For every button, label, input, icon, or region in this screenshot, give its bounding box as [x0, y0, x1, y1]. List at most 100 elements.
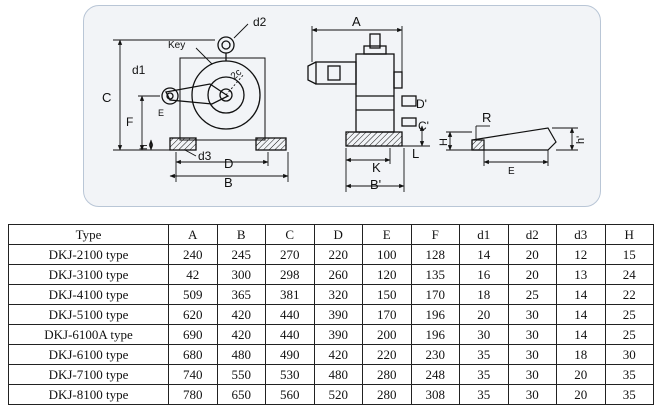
cell: 35 [604, 384, 654, 405]
label-E-small: E [158, 108, 164, 118]
label-key: Key [168, 40, 185, 51]
cell: 30 [507, 344, 557, 365]
cell: 420 [216, 324, 266, 345]
cell: 120 [362, 264, 412, 285]
left-foot [169, 137, 197, 151]
table-row: DKJ-3100 type 42 300 298 260 120 135 16 … [8, 264, 654, 285]
table-row: DKJ-6100 type 680 480 490 420 220 230 35… [8, 344, 654, 365]
cell: 20 [556, 364, 606, 385]
label-R: R [482, 110, 491, 125]
header-c: C [265, 224, 315, 245]
cell: 245 [216, 244, 266, 265]
table-row: DKJ-5100 type 620 420 440 390 170 196 20… [8, 304, 654, 325]
label-H-drawing: H [438, 138, 450, 146]
table-row: DKJ-7100 type 740 550 530 480 280 248 35… [8, 364, 654, 385]
front-view [161, 23, 287, 151]
label-D: D [224, 156, 233, 171]
side-base [345, 131, 403, 147]
label-h: h [139, 144, 150, 150]
cell: 14 [556, 324, 606, 345]
lever-arm [165, 83, 230, 105]
cell: 390 [313, 304, 363, 325]
cell: 390 [313, 324, 363, 345]
cell: 30 [507, 324, 557, 345]
shaft-housing [315, 61, 357, 85]
cell: 480 [313, 364, 363, 385]
cell: 680 [168, 344, 218, 365]
cell: 509 [168, 284, 218, 305]
cell: 240 [168, 244, 218, 265]
cell: 14 [459, 244, 509, 265]
table-header-row: Type A B C D E F d1 d2 d3 H [8, 224, 654, 245]
cell: 740 [168, 364, 218, 385]
label-D-prime: D' [416, 97, 427, 111]
cell-type: DKJ-7100 type [8, 364, 169, 385]
cell: 320 [313, 284, 363, 305]
cell: 15 [604, 244, 654, 265]
cell: 270 [265, 244, 315, 265]
cell: 100 [362, 244, 412, 265]
label-K: K [372, 160, 381, 175]
cell: 381 [265, 284, 315, 305]
cell: 18 [556, 344, 606, 365]
cell: 196 [410, 304, 460, 325]
cell: 18 [459, 284, 509, 305]
label-h-prime: h' [575, 136, 587, 144]
cell-type: DKJ-3100 type [8, 264, 169, 285]
label-B-prime: B' [370, 177, 381, 192]
cell: 230 [410, 344, 460, 365]
top-bolt [217, 36, 235, 54]
wedge-profile [471, 127, 557, 151]
cell: 13 [556, 264, 606, 285]
cell: 440 [265, 324, 315, 345]
cell: 480 [216, 344, 266, 365]
spec-table: Type A B C D E F d1 d2 d3 H DKJ-2100 typ… [8, 224, 654, 405]
header-d1: d1 [459, 224, 509, 245]
side-labels: A D' C' L K B' [352, 14, 429, 192]
cell: 35 [604, 364, 654, 385]
cell: 220 [362, 344, 412, 365]
cell: 30 [604, 344, 654, 365]
cell: 298 [265, 264, 315, 285]
front-dimensions [113, 39, 289, 182]
cell: 620 [168, 304, 218, 325]
cell: 16 [459, 264, 509, 285]
cell: 12 [556, 244, 606, 265]
cell: 42 [168, 264, 218, 285]
cell: 24 [604, 264, 654, 285]
cell: 20 [507, 244, 557, 265]
header-b: B [216, 224, 266, 245]
cell: 550 [216, 364, 266, 385]
wedge-view [471, 127, 557, 151]
label-C-prime: C' [418, 119, 429, 133]
cell: 30 [507, 364, 557, 385]
cell: 280 [362, 364, 412, 385]
cell: 170 [362, 304, 412, 325]
cell: 25 [604, 324, 654, 345]
cell: 25 [604, 304, 654, 325]
cell: 780 [168, 384, 218, 405]
cell-type: DKJ-6100A type [8, 324, 169, 345]
cell-type: DKJ-2100 type [8, 244, 169, 265]
cell: 300 [216, 264, 266, 285]
label-d2: d2 [253, 15, 267, 29]
cell: 20 [507, 264, 557, 285]
cell: 135 [410, 264, 460, 285]
header-d: D [313, 224, 363, 245]
label-E: E [508, 166, 515, 177]
cell: 490 [265, 344, 315, 365]
cell: 560 [265, 384, 315, 405]
label-F: F [126, 115, 133, 129]
technical-drawing: d2 Key d1 2c C F E h d3 D B [102, 14, 587, 192]
cell: 690 [168, 324, 218, 345]
label-d3: d3 [198, 149, 212, 163]
cell: 30 [507, 304, 557, 325]
label-A: A [352, 14, 361, 29]
side-dimensions [311, 26, 430, 192]
cell-type: DKJ-5100 type [8, 304, 169, 325]
label-2c: 2c [229, 67, 244, 82]
cell: 260 [313, 264, 363, 285]
cell: 35 [459, 364, 509, 385]
cell: 25 [507, 284, 557, 305]
table-row: DKJ-4100 type 509 365 381 320 150 170 18… [8, 284, 654, 305]
